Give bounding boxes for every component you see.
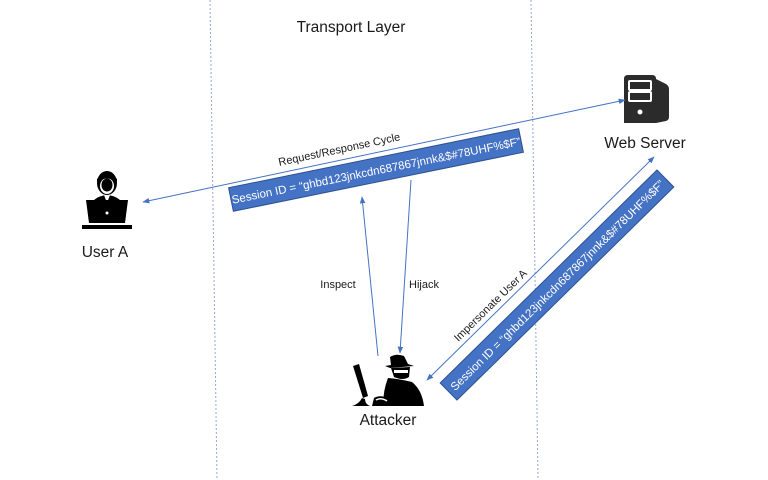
hacker-computer-icon: [352, 354, 424, 406]
web-server-label: Web Server: [604, 135, 686, 152]
impersonate-arrow: [426, 156, 655, 381]
server-tower-icon: [624, 75, 669, 123]
inspect-arrow: [359, 196, 379, 357]
user-a-label: User A: [82, 244, 129, 261]
transport-layer-left-boundary: [209, 0, 218, 480]
transport-layer-title: Transport Layer: [297, 19, 406, 36]
request-response-arrow: [142, 98, 626, 204]
session-id-box-impersonated: Session ID = “ghbd123jnkcdn687867jnnk&$#…: [439, 169, 675, 401]
hijack-label: Hijack: [409, 279, 439, 291]
inspect-label: Inspect: [320, 279, 355, 291]
attacker-label: Attacker: [360, 412, 417, 429]
session-id-text-impersonated: Session ID = “ghbd123jnkcdn687867jnnk&$#…: [449, 179, 668, 394]
hijack-arrow: [397, 179, 412, 354]
transport-layer-right-boundary: [530, 0, 539, 480]
user-laptop-icon: [82, 171, 132, 229]
